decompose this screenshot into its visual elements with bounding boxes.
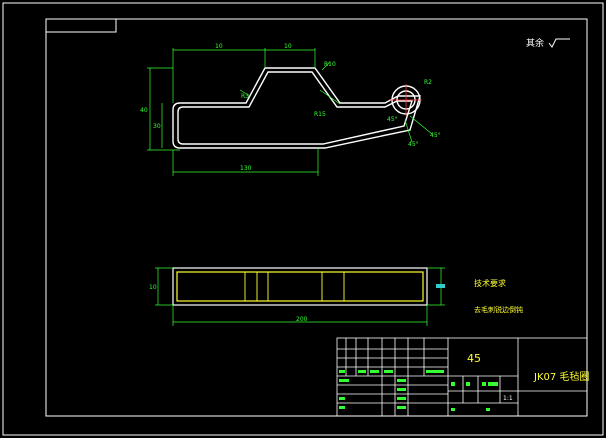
- dim-height-outer: 40: [140, 107, 148, 114]
- dim-end-r: R2: [424, 79, 432, 86]
- dim-small2: 45°: [408, 141, 419, 148]
- top-view-outer: [172, 267, 428, 306]
- part-inner-outline: [177, 71, 413, 145]
- tech-req-line1: 去毛刺锐边倒钝: [474, 305, 523, 314]
- dim-angle-mid: R15: [314, 111, 326, 118]
- ring-center-lines: [390, 84, 422, 116]
- roughness-note: 其余: [526, 37, 544, 49]
- dim-bottom-height: 10: [149, 284, 157, 291]
- dim-angle-left: R3: [241, 93, 249, 100]
- title-block: [336, 337, 588, 417]
- dim-top1: 10: [215, 43, 223, 50]
- part-outer-outline: [172, 67, 421, 149]
- drawing-name: JK07 毛毡圈: [533, 370, 589, 383]
- dim-radius-top: R10: [324, 61, 336, 68]
- scale-label: 1:1: [503, 395, 513, 402]
- code-box: [45, 18, 117, 33]
- top-view: [172, 267, 428, 306]
- dim-end-angle: 45°: [430, 132, 441, 139]
- front-dimensions: [147, 48, 433, 176]
- dim-overall-length: 130: [240, 165, 252, 172]
- dim-top2: 10: [284, 43, 292, 50]
- dim-bottom-len: 200: [296, 316, 308, 323]
- material-label: 45: [467, 352, 481, 365]
- dim-height-inner: 30: [153, 123, 161, 130]
- drawing-frame: [45, 18, 588, 417]
- dim-small: 45°: [387, 116, 398, 123]
- roughness-symbol-icon: [548, 38, 570, 48]
- section-mark: [436, 284, 445, 288]
- top-view-hidden-lines: [244, 271, 345, 302]
- tech-req-title: 技术要求: [474, 278, 506, 288]
- top-view-inner: [176, 271, 424, 302]
- title-block-labels: [339, 370, 498, 411]
- front-view: [172, 67, 421, 149]
